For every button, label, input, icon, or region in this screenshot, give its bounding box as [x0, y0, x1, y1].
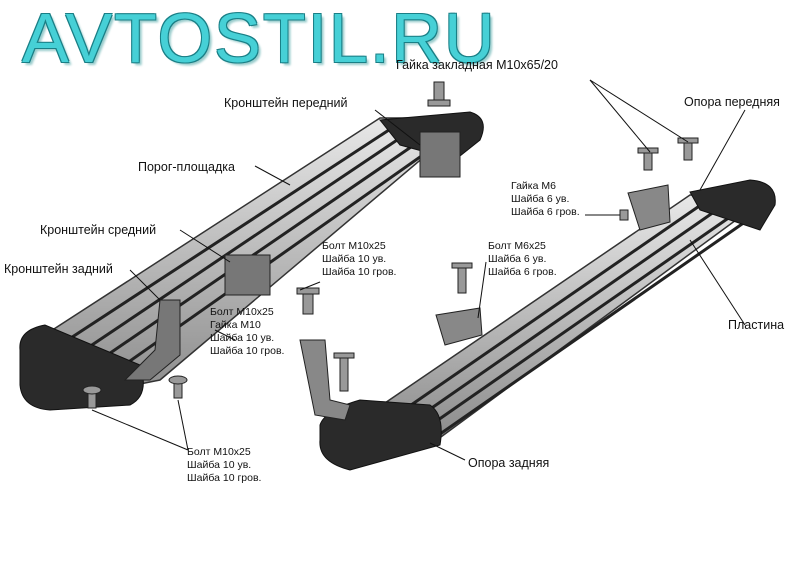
- fastener-line: Болт М10х25: [187, 446, 251, 458]
- fastener-line: Шайба 10 ув.: [187, 459, 252, 471]
- site-logo-text: AVTOSTIL.RU: [22, 0, 497, 77]
- left-bolts: [82, 81, 451, 409]
- fastener-line: Шайба 10 гров.: [187, 472, 262, 484]
- fastener-line: Гайка М6: [511, 180, 556, 192]
- right-front-cap: [689, 179, 776, 231]
- front-bracket-shape: [419, 131, 461, 178]
- right-bolts: [333, 137, 699, 392]
- middle-bracket-shape: [224, 254, 271, 296]
- fastener-line: Шайба 10 ув.: [210, 332, 275, 344]
- label-middle-bracket: Кронштейн средний: [40, 223, 157, 237]
- fastener-bolt-m10-nut: Болт М10х25 Гайка М10 Шайба 10 ув. Шайба…: [210, 306, 284, 358]
- fastener-line: Шайба 10 гров.: [210, 345, 285, 357]
- fastener-line: Шайба 6 ув.: [488, 253, 547, 265]
- rear-support-shape: [299, 339, 351, 421]
- label-front-bracket: Кронштейн передний: [224, 96, 348, 110]
- fastener-line: Болт М10х25: [322, 240, 386, 252]
- middle-support-shape: [435, 307, 483, 346]
- label-front-support: Опора передняя: [684, 95, 780, 109]
- left-rear-cap: [19, 324, 144, 411]
- fastener-bolt-m6: Болт М6х25 Шайба 6 ув. Шайба 6 гров.: [488, 240, 557, 279]
- right-step-board: [299, 137, 776, 471]
- left-board-ribs: [59, 124, 448, 370]
- fastener-line: Шайба 10 гров.: [322, 266, 397, 278]
- fastener-line: Шайба 6 гров.: [488, 266, 557, 278]
- right-board-ribs: [384, 198, 756, 443]
- rear-bracket-shape: [123, 299, 181, 381]
- fastener-bolt-m10-bottom: Болт М10х25 Шайба 10 ув. Шайба 10 гров.: [187, 446, 261, 485]
- fastener-line: Болт М10х25: [210, 306, 274, 318]
- fastener-nut-m6: Гайка М6 Шайба 6 ув. Шайба 6 гров.: [511, 180, 580, 219]
- fastener-line: Болт М6х25: [488, 240, 546, 252]
- fastener-line: Шайба 6 ув.: [511, 193, 570, 205]
- left-step-board: [19, 81, 484, 411]
- fastener-line: Шайба 6 гров.: [511, 206, 580, 218]
- label-step-board: Порог-площадка: [138, 160, 235, 174]
- label-plate: Пластина: [728, 318, 785, 332]
- label-rear-support: Опора задняя: [468, 456, 550, 470]
- leader-lines: [91, 79, 746, 461]
- label-rear-bracket: Кронштейн задний: [4, 262, 113, 276]
- fastener-bolt-m10-middle: Болт М10х25 Шайба 10 ув. Шайба 10 гров.: [322, 240, 396, 279]
- fastener-line: Гайка М10: [210, 319, 261, 331]
- label-embedded-nut: Гайка закладная М10х65/20: [396, 58, 558, 72]
- front-support-shape: [627, 184, 671, 231]
- fastener-line: Шайба 10 ув.: [322, 253, 387, 265]
